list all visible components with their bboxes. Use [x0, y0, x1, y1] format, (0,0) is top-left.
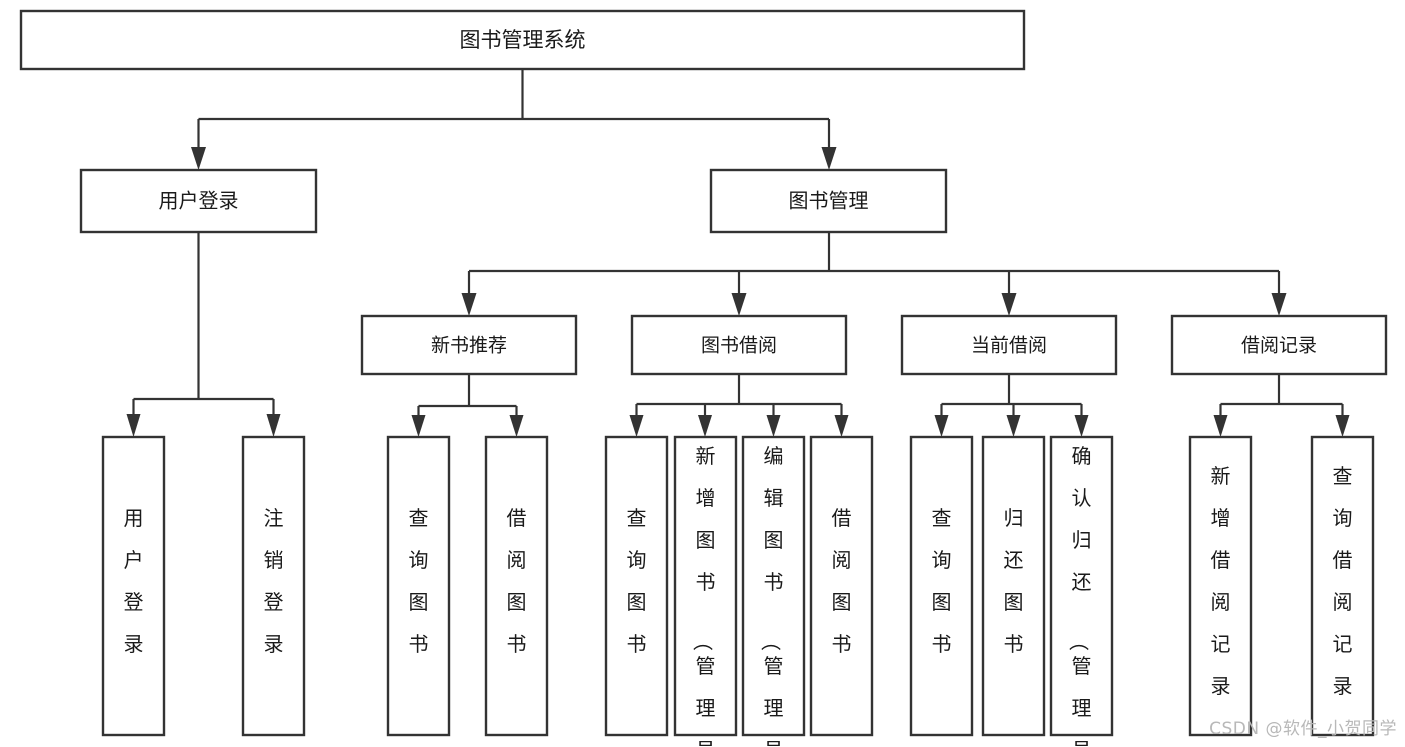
- node-new-book-rec[interactable]: 新书推荐: [360, 314, 578, 376]
- arrowhead-leaf-add-book-admin: [698, 415, 712, 437]
- node-new-book-rec-label: 新书推荐: [431, 335, 507, 357]
- leaf-node[interactable]: 借阅图书: [809, 435, 874, 737]
- node-book-manage-label: 图书管理: [789, 189, 869, 213]
- node-book-manage[interactable]: 图书管理: [709, 168, 948, 234]
- leaf-node[interactable]: 新增借阅记录: [1188, 435, 1253, 737]
- node-root-box[interactable]: [19, 9, 1026, 71]
- arrowhead-leaf-return-book: [1006, 415, 1021, 437]
- connector-group-user-login: [126, 232, 281, 437]
- arrowhead-leaf-borrow-book-bb: [834, 415, 849, 437]
- arrowhead-leaf-add-record: [1213, 415, 1228, 437]
- arrowhead-leaf-edit-book-admin: [766, 415, 781, 437]
- leaf-query-book-nbr-label: 查询图书: [409, 506, 429, 656]
- connector-group-book-borrow: [629, 374, 849, 437]
- leaf-node[interactable]: 查询图书: [909, 435, 974, 737]
- leaf-query-book-cb-box[interactable]: [909, 435, 974, 737]
- node-user-login-label: 用户登录: [159, 189, 239, 213]
- leaf-add-record-box[interactable]: [1188, 435, 1253, 737]
- leaf-edit-book-admin-label: 编辑图书（管理员）: [759, 444, 784, 747]
- leaf-query-record-box[interactable]: [1310, 435, 1375, 737]
- node-new-book-rec-box[interactable]: [360, 314, 578, 376]
- leaf-node[interactable]: 新增图书（管理员）: [673, 435, 738, 747]
- leaf-logout-label: 注销登录: [264, 506, 284, 656]
- node-book-manage-box[interactable]: [709, 168, 948, 234]
- leaf-add-book-admin-box[interactable]: [673, 435, 738, 737]
- leaf-query-book-nbr-box[interactable]: [386, 435, 451, 737]
- node-borrow-record[interactable]: 借阅记录: [1170, 314, 1388, 376]
- leaf-add-book-admin-label: 新增图书（管理员）: [691, 444, 716, 747]
- connector-group-root: [191, 69, 837, 170]
- leaf-node[interactable]: 查询图书: [386, 435, 451, 737]
- connector-group-new-book-rec: [411, 374, 524, 437]
- leaf-node[interactable]: 查询借阅记录: [1310, 435, 1375, 737]
- leaf-node[interactable]: 编辑图书（管理员）: [741, 435, 806, 747]
- leaf-borrow-book-bb-label: 借阅图书: [832, 506, 852, 656]
- arrowhead-leaf-query-book-nbr: [411, 415, 426, 437]
- leaf-user-login-label: 用户登录: [124, 506, 144, 656]
- arrowhead-new-book-rec: [461, 293, 477, 316]
- leaf-return-book-box[interactable]: [981, 435, 1046, 737]
- node-current-borrow[interactable]: 当前借阅: [900, 314, 1118, 376]
- leaf-node[interactable]: 借阅图书: [484, 435, 549, 737]
- arrowhead-borrow-record: [1271, 293, 1287, 316]
- node-current-borrow-box[interactable]: [900, 314, 1118, 376]
- node-root-label: 图书管理系统: [460, 28, 586, 52]
- arrowhead-leaf-logout: [266, 414, 281, 437]
- leaf-edit-book-admin-box[interactable]: [741, 435, 806, 737]
- arrowhead-current-borrow: [1001, 293, 1017, 316]
- leaf-confirm-return-box[interactable]: [1049, 435, 1114, 737]
- leaf-user-login-box[interactable]: [101, 435, 166, 737]
- leaf-node[interactable]: 确认归还（管理员）: [1049, 435, 1114, 747]
- arrowhead-book-borrow: [731, 293, 747, 316]
- node-book-borrow-label: 图书借阅: [701, 335, 777, 357]
- leaf-node[interactable]: 查询图书: [604, 435, 669, 737]
- node-user-login[interactable]: 用户登录: [79, 168, 318, 234]
- node-book-borrow[interactable]: 图书借阅: [630, 314, 848, 376]
- arrowhead-user-login: [191, 147, 206, 170]
- leaf-borrow-book-nbr-box[interactable]: [484, 435, 549, 737]
- leaf-return-book-label: 归还图书: [1004, 506, 1024, 656]
- leaf-node[interactable]: 用户登录: [101, 435, 166, 737]
- node-user-login-box[interactable]: [79, 168, 318, 234]
- leaf-logout-box[interactable]: [241, 435, 306, 737]
- leaf-borrow-book-bb-box[interactable]: [809, 435, 874, 737]
- arrowhead-leaf-borrow-book-nbr: [509, 415, 524, 437]
- node-root[interactable]: 图书管理系统: [19, 9, 1026, 71]
- arrowhead-leaf-confirm-return: [1074, 415, 1089, 437]
- leaf-query-record-label: 查询借阅记录: [1333, 464, 1353, 698]
- leaf-query-book-bb-label: 查询图书: [627, 506, 647, 656]
- node-borrow-record-box[interactable]: [1170, 314, 1388, 376]
- connector-group-current-borrow: [934, 374, 1089, 437]
- node-book-borrow-box[interactable]: [630, 314, 848, 376]
- node-borrow-record-label: 借阅记录: [1241, 335, 1317, 357]
- arrowhead-leaf-query-book-cb: [934, 415, 949, 437]
- node-current-borrow-label: 当前借阅: [971, 335, 1047, 357]
- leaf-query-book-cb-label: 查询图书: [932, 506, 952, 656]
- leaf-query-book-bb-box[interactable]: [604, 435, 669, 737]
- arrowhead-leaf-query-record: [1335, 415, 1350, 437]
- leaf-confirm-return-label: 确认归还（管理员）: [1067, 444, 1092, 747]
- connector-group-borrow-record: [1213, 374, 1350, 437]
- leaf-node[interactable]: 注销登录: [241, 435, 306, 737]
- csdn-watermark: CSDN @软件_小贺同学: [1209, 719, 1397, 739]
- leaf-node-layer: 用户登录 注销登录 查询图书 借阅图书 查询图书 新增图书（管理员） 编辑图书（管理员） 借阅…: [101, 435, 1375, 747]
- arrowhead-book-manage: [821, 147, 837, 170]
- leaf-borrow-book-nbr-label: 借阅图书: [507, 506, 527, 656]
- arrowhead-leaf-query-book-bb: [629, 415, 644, 437]
- connector-group-book-manage: [461, 232, 1287, 316]
- leaf-add-record-label: 新增借阅记录: [1211, 464, 1231, 698]
- arrowhead-leaf-user-login: [126, 414, 141, 437]
- leaf-node[interactable]: 归还图书: [981, 435, 1046, 737]
